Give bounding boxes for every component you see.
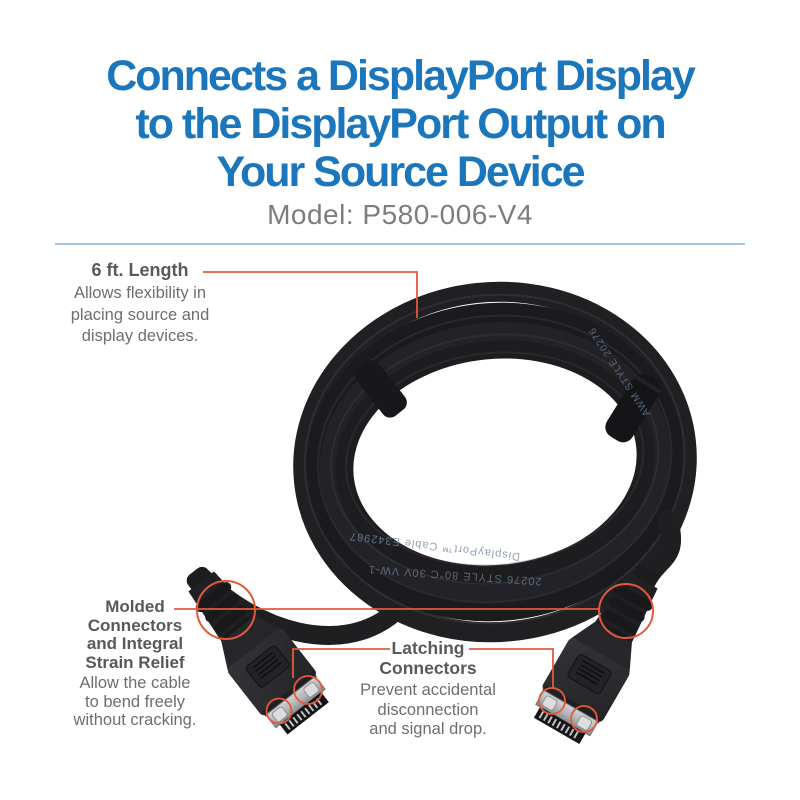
page-title: Connects a DisplayPort Display to the Di… — [0, 52, 800, 196]
annotations — [174, 271, 654, 733]
latch-hook-left — [271, 706, 288, 723]
cable-loop-2 — [306, 302, 684, 622]
cable-lead-right — [639, 510, 682, 586]
latch-hook-right — [576, 715, 593, 731]
callout-molded-connectors: Molded Connectors and Integral Strain Re… — [47, 597, 223, 730]
cable-wrap-band-right — [605, 373, 662, 443]
callout-latching-title: Latching Connectors — [379, 638, 477, 678]
latch-thumb-grip — [245, 645, 290, 688]
page-title-line-3: Your Source Device — [216, 148, 585, 196]
callout-line-latching-right — [469, 648, 554, 688]
callout-circle-strain-relief-right — [598, 583, 654, 639]
cable-highlight — [345, 351, 645, 567]
cable-highlight — [330, 333, 660, 585]
cable-loop-3 — [319, 322, 671, 602]
connector-pins — [284, 698, 323, 731]
latch-thumb-grip — [567, 654, 612, 695]
callout-length-title: 6 ft. Length — [91, 260, 189, 280]
connector-neck — [571, 621, 632, 672]
connector-shoulder — [542, 685, 602, 724]
cable-coil: DisplayPort™ Cable E342987 20276 STYLE 8… — [193, 281, 697, 645]
cable-wrap-band-left — [355, 360, 407, 418]
latch-hook-right — [303, 682, 320, 698]
model-number: Model: P580-006-V4 — [267, 199, 533, 230]
connector-neck — [221, 615, 281, 671]
cable-loop-inner — [335, 340, 655, 584]
callout-molded-body: Allow the cable to bend freely without c… — [73, 674, 197, 729]
callout-line-latching-left — [292, 648, 390, 678]
page-title-line-2: to the DisplayPort Output on — [135, 100, 666, 148]
divider-rule — [55, 243, 745, 245]
callout-latching-connectors: Latching Connectors Prevent accidental d… — [340, 638, 516, 740]
callout-molded-title: Molded Connectors and Integral Strain Re… — [85, 597, 185, 672]
displayport-connector-right — [533, 566, 658, 745]
callout-circle-latch-right-b — [570, 705, 598, 733]
connector-pins — [538, 711, 579, 739]
cable-highlight — [317, 314, 673, 604]
cable-highlight — [303, 293, 686, 625]
callout-length: 6 ft. Length Allows flexibility in placi… — [52, 259, 228, 348]
callout-circle-latch-right-a — [538, 687, 566, 715]
callout-circle-strain-relief-left — [196, 580, 256, 640]
connector-shoulder — [261, 671, 317, 717]
displayport-connector-left — [186, 566, 329, 735]
callout-length-body: Allows flexibility in placing source and… — [70, 284, 210, 345]
latch-hook-left — [541, 695, 558, 711]
page-title-line-1: Connects a DisplayPort Display — [106, 52, 696, 100]
callout-circle-latch-left-b — [293, 675, 323, 705]
callout-circle-latch-left-a — [265, 697, 293, 725]
callout-latching-body: Prevent accidental disconnection and sig… — [360, 681, 496, 738]
callout-line-length — [203, 271, 418, 318]
cable-loop-outer — [293, 281, 697, 643]
